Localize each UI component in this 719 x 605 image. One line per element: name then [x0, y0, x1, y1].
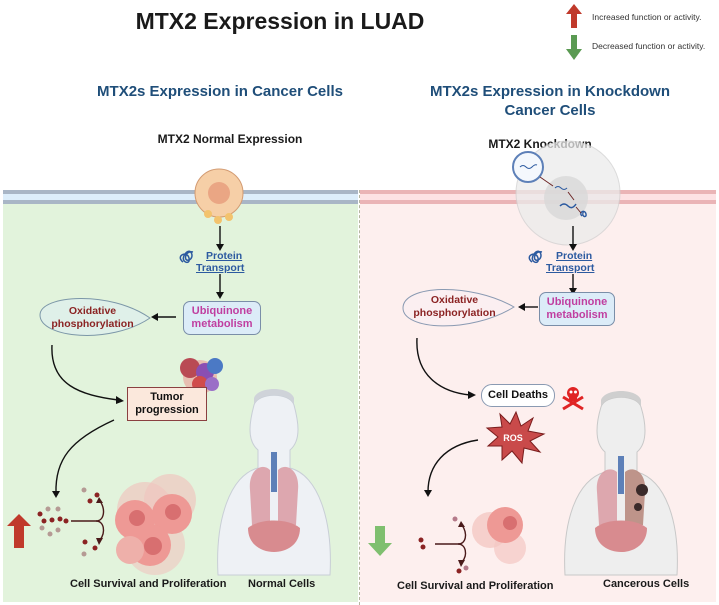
proliferating-cells-small-icon [472, 507, 526, 564]
ros-label: ROS [503, 433, 523, 443]
ros-burst-icon [485, 410, 546, 465]
left-panel-subheading: MTX2 Normal Expression [157, 132, 303, 146]
right-ubiquinone-box: Ubiquinone metabolism [539, 292, 615, 326]
knockdown-cell-icon [512, 140, 621, 246]
page-title: MTX2 Expression in LUAD [135, 8, 425, 34]
oxphos-shape [402, 289, 515, 327]
arrow-up-icon [566, 4, 582, 28]
right-heading-line-1: MTX2s Expression in Knockdown [429, 83, 671, 100]
legend: Increased function or activity. Decrease… [564, 4, 719, 64]
flow-arrows-right [416, 226, 574, 493]
left-panel-heading: MTX2s Expression in Cancer Cells [97, 83, 343, 100]
right-heading-line-2: Cancer Cells [504, 102, 596, 119]
left-outcome-label: Cell Survival and Proliferation [70, 578, 227, 590]
cell-deaths-box: Cell Deaths [481, 384, 555, 407]
arrowheads-left [52, 244, 224, 498]
human-body-cancerous-icon [564, 391, 678, 576]
left-cell-membrane [3, 190, 358, 204]
left-ubiquinone-box: Ubiquinone metabolism [183, 301, 261, 335]
normal-cell-icon [194, 168, 244, 224]
tumor-progression-box: Tumor progression [127, 387, 207, 421]
arrow-down-icon [566, 35, 582, 60]
branch-arrow-left [71, 500, 105, 541]
oxphos-shape [39, 298, 151, 336]
left-oxphos-label: Oxidative phosphorylation [51, 305, 134, 330]
right-protein-transport-link[interactable]: Protein Transport [546, 250, 595, 274]
normal-cells-label: Normal Cells [248, 578, 316, 590]
signal-molecules-right [418, 516, 469, 574]
decrease-arrow-icon [368, 526, 392, 556]
right-outcome-label: Cell Survival and Proliferation [397, 580, 554, 592]
tumor-cluster-icon [180, 358, 223, 394]
legend-decreased-label: Decreased function or activity. [592, 41, 706, 51]
branch-arrow-right [435, 524, 467, 563]
left-diagram [7, 168, 331, 576]
legend-increased-label: Increased function or activity. [592, 12, 702, 22]
flow-arrows-left [51, 226, 221, 494]
cancerous-cells-label: Cancerous Cells [603, 578, 690, 590]
panel-divider [359, 190, 360, 605]
protein-coil-icon [179, 250, 194, 264]
protein-coil-icon [528, 250, 543, 264]
proliferating-cells-icon [115, 474, 196, 575]
human-body-normal-icon [217, 389, 331, 576]
right-panel-heading: MTX2s Expression in Knockdown Cancer Cel… [400, 82, 700, 120]
increase-arrow-icon [7, 514, 31, 548]
skull-crossbones-icon [562, 387, 584, 411]
left-protein-transport-link[interactable]: Protein Transport [196, 250, 245, 274]
signal-molecules-left [37, 487, 100, 557]
right-oxphos-label: Oxidative phosphorylation [413, 294, 496, 319]
arrowheads-right [424, 244, 577, 497]
